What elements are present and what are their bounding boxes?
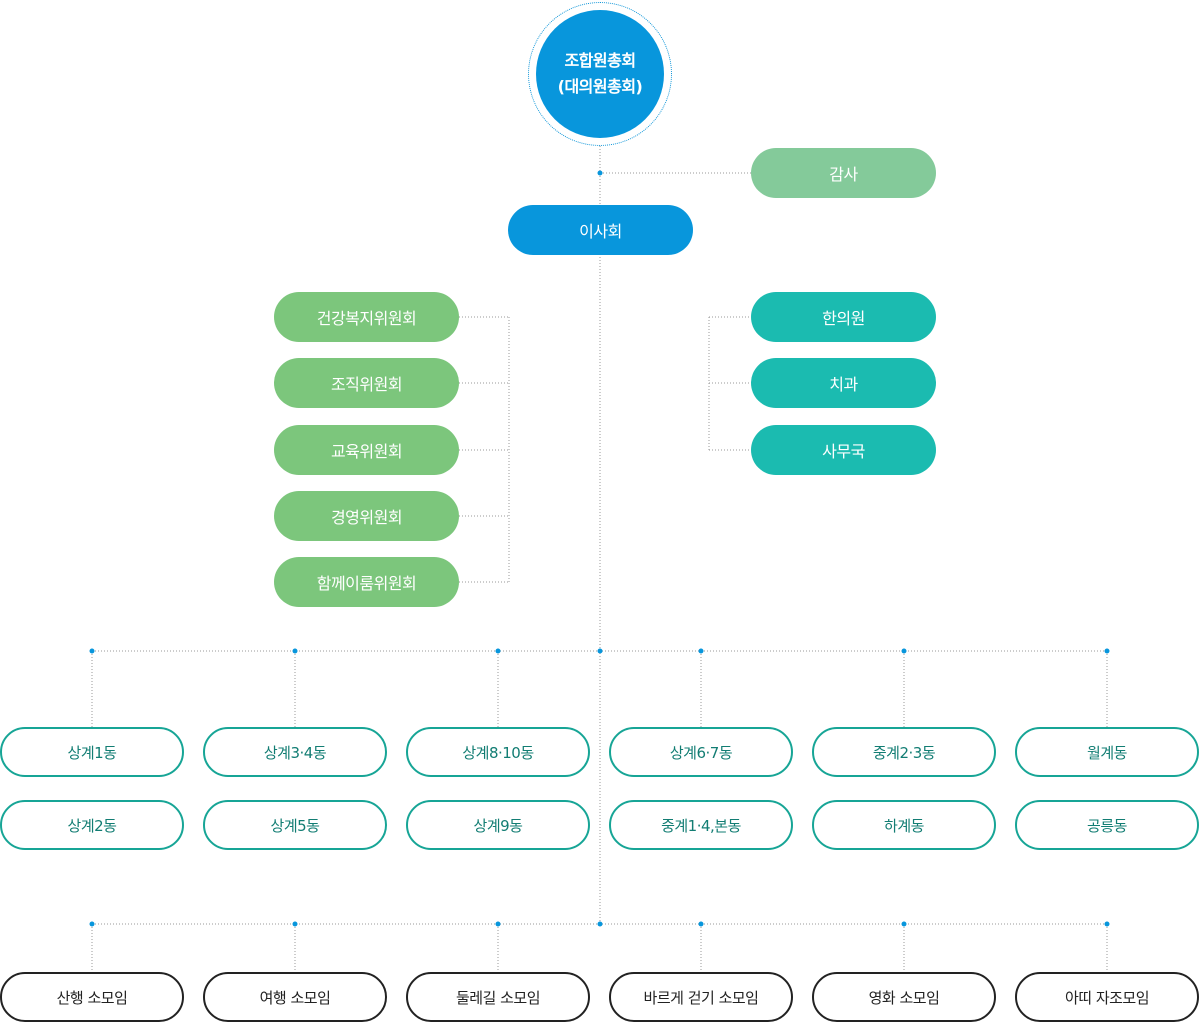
junction-dot [698,648,704,654]
department-node: 치과 [751,358,936,408]
board-node: 이사회 [508,205,693,255]
dong-node: 공릉동 [1015,800,1199,850]
dong-node: 상계6·7동 [609,727,793,777]
junction-dot [1104,648,1110,654]
committee-node: 함께이룸위원회 [274,557,459,607]
dong-node: 월계동 [1015,727,1199,777]
junction-dot [292,648,298,654]
dong-node: 상계5동 [203,800,387,850]
committee-node: 경영위원회 [274,491,459,541]
dong-node: 상계3·4동 [203,727,387,777]
dong-node: 하계동 [812,800,996,850]
junction-dot [901,648,907,654]
dong-node: 중계1·4,본동 [609,800,793,850]
department-node: 한의원 [751,292,936,342]
department-node: 사무국 [751,425,936,475]
dong-node: 중계2·3동 [812,727,996,777]
junction-dot [292,921,298,927]
junction-dot [495,921,501,927]
general-assembly-node: 조합원총회 (대의원총회) [536,10,664,138]
club-node: 아띠 자조모임 [1015,972,1199,1022]
root-line1: 조합원총회 [564,51,636,70]
junction-dot [698,921,704,927]
committee-node: 교육위원회 [274,425,459,475]
dong-node: 상계2동 [0,800,184,850]
junction-dot [1104,921,1110,927]
junction-dot [597,170,603,176]
committee-node: 조직위원회 [274,358,459,408]
junction-dot [597,648,603,654]
club-node: 둘레길 소모임 [406,972,590,1022]
club-node: 여행 소모임 [203,972,387,1022]
root-line2: (대의원총회) [557,77,643,96]
club-node: 바르게 걷기 소모임 [609,972,793,1022]
junction-dot [89,648,95,654]
root-node-ring [528,2,672,146]
dong-node: 상계8·10동 [406,727,590,777]
junction-dot [597,921,603,927]
junction-dot [495,648,501,654]
dong-node: 상계9동 [406,800,590,850]
junction-dot [901,921,907,927]
dong-node: 상계1동 [0,727,184,777]
club-node: 산행 소모임 [0,972,184,1022]
audit-node: 감사 [751,148,936,198]
club-node: 영화 소모임 [812,972,996,1022]
committee-node: 건강복지위원회 [274,292,459,342]
junction-dot [89,921,95,927]
